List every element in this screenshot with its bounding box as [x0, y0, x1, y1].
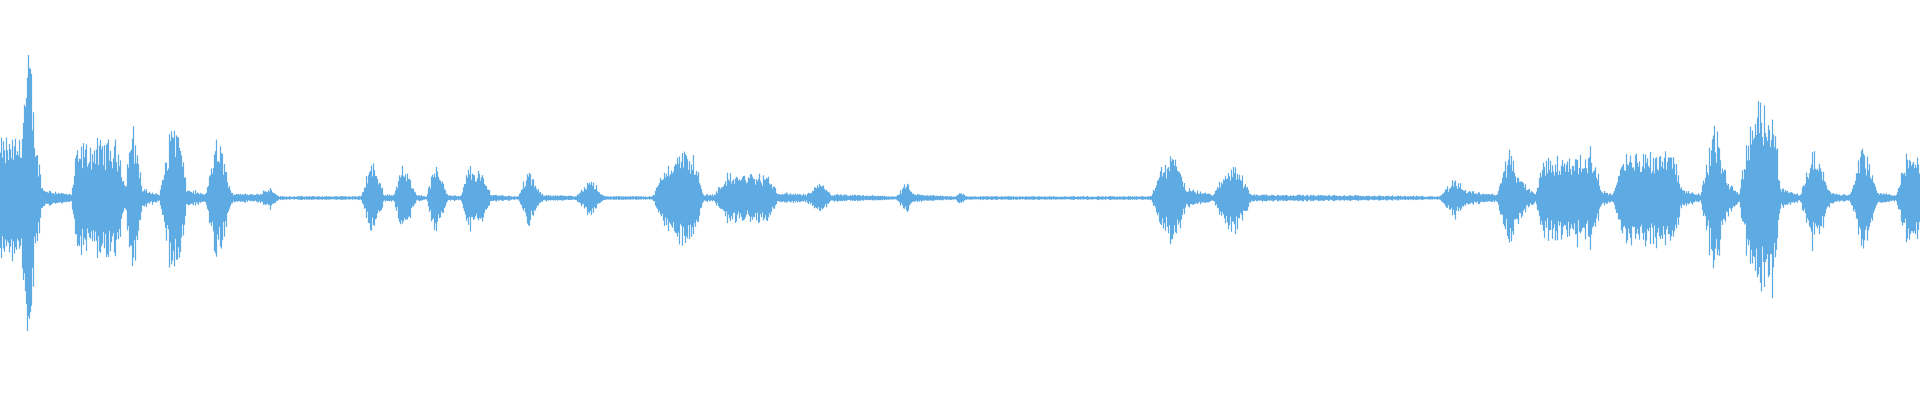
waveform-trace [0, 55, 1920, 331]
